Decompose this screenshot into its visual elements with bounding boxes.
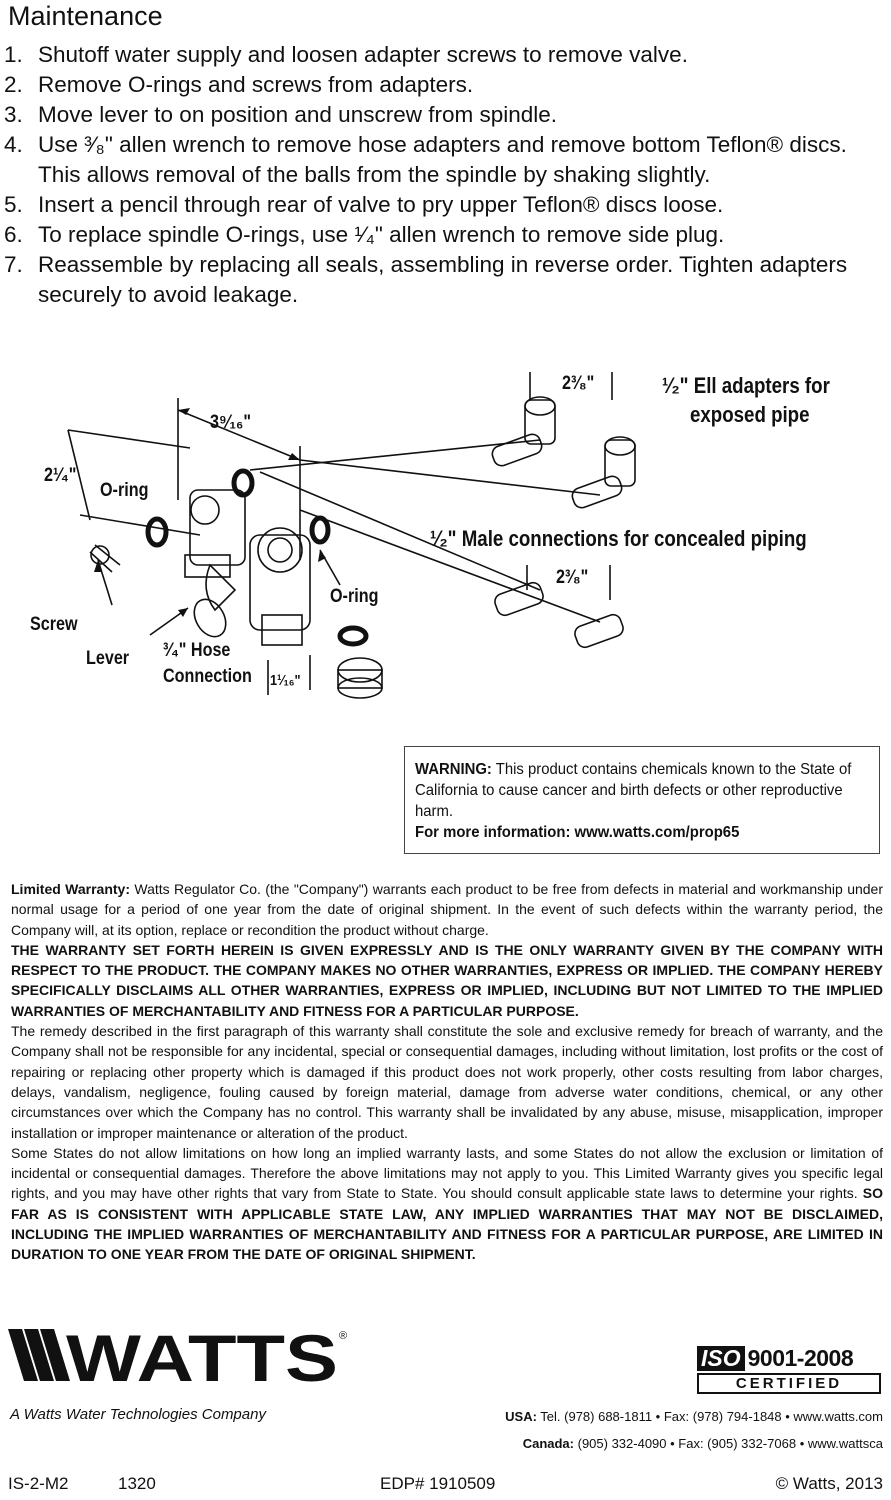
warning-text: WARNING: This product contains chemicals… bbox=[415, 759, 867, 822]
warning-more-info: For more information: www.watts.com/prop… bbox=[415, 824, 740, 841]
dimension-height-label: 2¹⁄₄" bbox=[44, 465, 77, 486]
ell-adapter-label-1: ¹⁄₂" Ell adapters for bbox=[662, 373, 830, 398]
step-item: 4. Use ³⁄₈" allen wrench to remove hose a… bbox=[4, 130, 884, 190]
watts-logo-graphic: WATTS ® bbox=[8, 1321, 347, 1395]
usa-contact: USA: Tel. (978) 688-1811 • Fax: (978) 79… bbox=[505, 1409, 883, 1424]
iso-number: 9001-2008 bbox=[747, 1345, 854, 1371]
oring-left-label: O-ring bbox=[100, 480, 149, 501]
step-item: 7. Reassemble by replacing all seals, ass… bbox=[4, 250, 884, 310]
step-item: 1. Shutoff water supply and loosen adapte… bbox=[4, 40, 884, 70]
step-number: 7. bbox=[4, 252, 23, 277]
step-text: To replace spindle O-rings, use ¹⁄₄" all… bbox=[38, 222, 725, 247]
warranty-state-rights: Some States do not allow limitations on … bbox=[11, 1143, 883, 1265]
lever-label: Lever bbox=[86, 648, 130, 669]
maintenance-steps: 1. Shutoff water supply and loosen adapte… bbox=[4, 40, 884, 310]
iso-prefix: ISO bbox=[697, 1346, 745, 1371]
canada-label: Canada: bbox=[522, 1436, 574, 1451]
svg-text:®: ® bbox=[339, 1330, 347, 1342]
step-item: 5. Insert a pencil through rear of valve … bbox=[4, 190, 884, 220]
prop65-warning-box: WARNING: This product contains chemicals… bbox=[404, 746, 880, 854]
page-title: Maintenance bbox=[8, 1, 163, 31]
step-number: 3. bbox=[4, 102, 23, 127]
warranty-state-caps: SO FAR AS IS CONSISTENT WITH APPLICABLE … bbox=[11, 1185, 883, 1263]
step-number: 4. bbox=[4, 132, 23, 157]
document-code: IS-2-M2 bbox=[8, 1474, 69, 1493]
warning-body: This product contains chemicals known to… bbox=[415, 761, 852, 820]
dimension-ell-label: 2³⁄₈" bbox=[562, 373, 595, 394]
valve-exploded-diagram: 3⁹⁄₁₆" 2¹⁄₄" O-ring 2³⁄₈" ¹⁄₂" Ell adapt… bbox=[0, 360, 891, 740]
step-item: 3. Move lever to on position and unscrew … bbox=[4, 100, 884, 130]
step-text: Remove O-rings and screws from adapters. bbox=[38, 72, 474, 97]
canada-contact: Canada: (905) 332-4090 • Fax: (905) 332-… bbox=[523, 1436, 883, 1451]
step-number: 5. bbox=[4, 192, 23, 217]
warning-label: WARNING: bbox=[415, 761, 492, 778]
document-number: 1320 bbox=[118, 1474, 156, 1493]
screw-label: Screw bbox=[30, 614, 78, 635]
hose-connection-label-1: ³⁄₄" Hose bbox=[163, 640, 231, 661]
limited-warranty: Limited Warranty: Watts Regulator Co. (t… bbox=[11, 879, 883, 1265]
iso-certified: CERTIFIED bbox=[697, 1373, 881, 1394]
iso-certification-badge: ISO 9001-2008 CERTIFIED bbox=[697, 1346, 881, 1394]
step-text: Reassemble by replacing all seals, assem… bbox=[38, 252, 848, 307]
step-text: Insert a pencil through rear of valve to… bbox=[38, 192, 724, 217]
hose-connection-label-2: Connection bbox=[163, 666, 252, 687]
dimension-male-label: 2³⁄₈" bbox=[556, 567, 589, 588]
male-connection-label: ¹⁄₂" Male connections for concealed pipi… bbox=[430, 526, 807, 551]
step-item: 2. Remove O-rings and screws from adapter… bbox=[4, 70, 884, 100]
canada-contact-text: (905) 332-4090 • Fax: (905) 332-7068 • w… bbox=[574, 1436, 883, 1451]
step-text: Use ³⁄₈" allen wrench to remove hose ada… bbox=[38, 132, 847, 187]
step-text: Move lever to on position and unscrew fr… bbox=[38, 102, 558, 127]
step-item: 6. To replace spindle O-rings, use ¹⁄₄" a… bbox=[4, 220, 884, 250]
valve-diagram-drawing bbox=[67, 372, 636, 699]
usa-label: USA: bbox=[505, 1409, 537, 1424]
dimension-hose-label: 1¹⁄₁₆" bbox=[270, 672, 301, 689]
warranty-state-text: Some States do not allow limitations on … bbox=[11, 1144, 883, 1202]
dimension-width-label: 3⁹⁄₁₆" bbox=[210, 412, 252, 433]
copyright: © Watts, 2013 bbox=[775, 1474, 883, 1493]
company-subline: A Watts Water Technologies Company bbox=[10, 1406, 266, 1423]
logo-wordmark: WATTS bbox=[66, 1325, 338, 1385]
step-number: 1. bbox=[4, 42, 23, 67]
warranty-disclaimer: THE WARRANTY SET FORTH HEREIN IS GIVEN E… bbox=[11, 941, 883, 1019]
step-number: 6. bbox=[4, 222, 23, 247]
warranty-heading: Limited Warranty: bbox=[11, 881, 130, 897]
watts-logo: WATTS ® bbox=[8, 1321, 353, 1395]
oring-right-label: O-ring bbox=[330, 586, 379, 607]
warranty-lead-text: Watts Regulator Co. (the "Company") warr… bbox=[11, 881, 883, 938]
step-text: Shutoff water supply and loosen adapter … bbox=[38, 42, 688, 67]
usa-contact-text: Tel. (978) 688-1811 • Fax: (978) 794-184… bbox=[536, 1409, 883, 1424]
warranty-paragraph: Limited Warranty: Watts Regulator Co. (t… bbox=[11, 879, 883, 940]
ell-adapter-label-2: exposed pipe bbox=[690, 402, 810, 427]
edp-number: EDP# 1910509 bbox=[380, 1474, 496, 1493]
warranty-remedy: The remedy described in the first paragr… bbox=[11, 1023, 883, 1141]
step-number: 2. bbox=[4, 72, 23, 97]
